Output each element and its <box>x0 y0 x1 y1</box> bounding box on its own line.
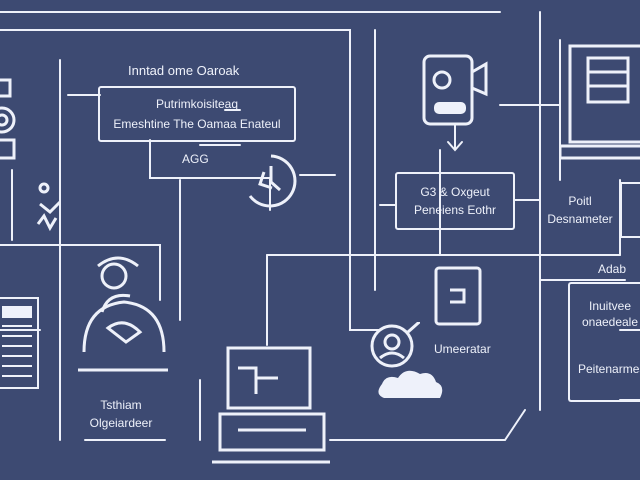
server-rack-icon <box>0 296 42 397</box>
process-box: Putrimkoisiteaq Emeshtine The Oamaa Enat… <box>98 86 296 142</box>
camera-device-icon <box>0 76 28 171</box>
center-box-title: G3 & Oxgeut <box>420 185 490 199</box>
right-label-1-line1: Poitl <box>568 194 592 208</box>
right-label-1-line2: Desnameter <box>547 212 613 226</box>
process-box-subtitle: Emeshtine The Oamaa Enateul <box>113 117 281 131</box>
security-camera-icon <box>420 54 496 135</box>
aqg-label: AGG <box>182 152 209 166</box>
cloud-icon <box>376 364 446 405</box>
laptop-icon <box>212 344 332 473</box>
center-box: G3 & Oxgeut Peneiens Eothr <box>395 172 515 230</box>
chat-bubble-icon <box>620 182 640 238</box>
right-label-4: Peitenarmes <box>578 362 640 376</box>
network-node-icon <box>30 180 70 241</box>
clock-icon <box>242 152 300 215</box>
user-label: Umeeratar <box>434 342 491 356</box>
right-label-2: Adab <box>598 262 627 276</box>
right-label-3-line1: Inuitvee <box>588 299 632 313</box>
top-heading: Inntad ome Oaroak <box>128 63 240 78</box>
bottom-left-label: Tsthiam Olgeiardeer <box>76 388 166 440</box>
tablet-icon <box>432 266 488 335</box>
user-headset-icon <box>78 252 170 381</box>
center-box-subtitle: Peneiens Eothr <box>413 203 497 217</box>
bottom-left-line1: Tsthiam <box>100 398 142 412</box>
right-stack-box <box>568 282 640 402</box>
process-box-title: Putrimkoisiteaq <box>155 97 239 111</box>
right-label-1: Poitl Desnameter <box>540 182 620 238</box>
right-label-3-line2: onaedeale <box>581 315 639 329</box>
monitor-icon <box>558 42 640 167</box>
bottom-left-line2: Olgeiardeer <box>89 416 153 430</box>
right-label-3: Inuitvee onaedeale <box>574 296 640 332</box>
